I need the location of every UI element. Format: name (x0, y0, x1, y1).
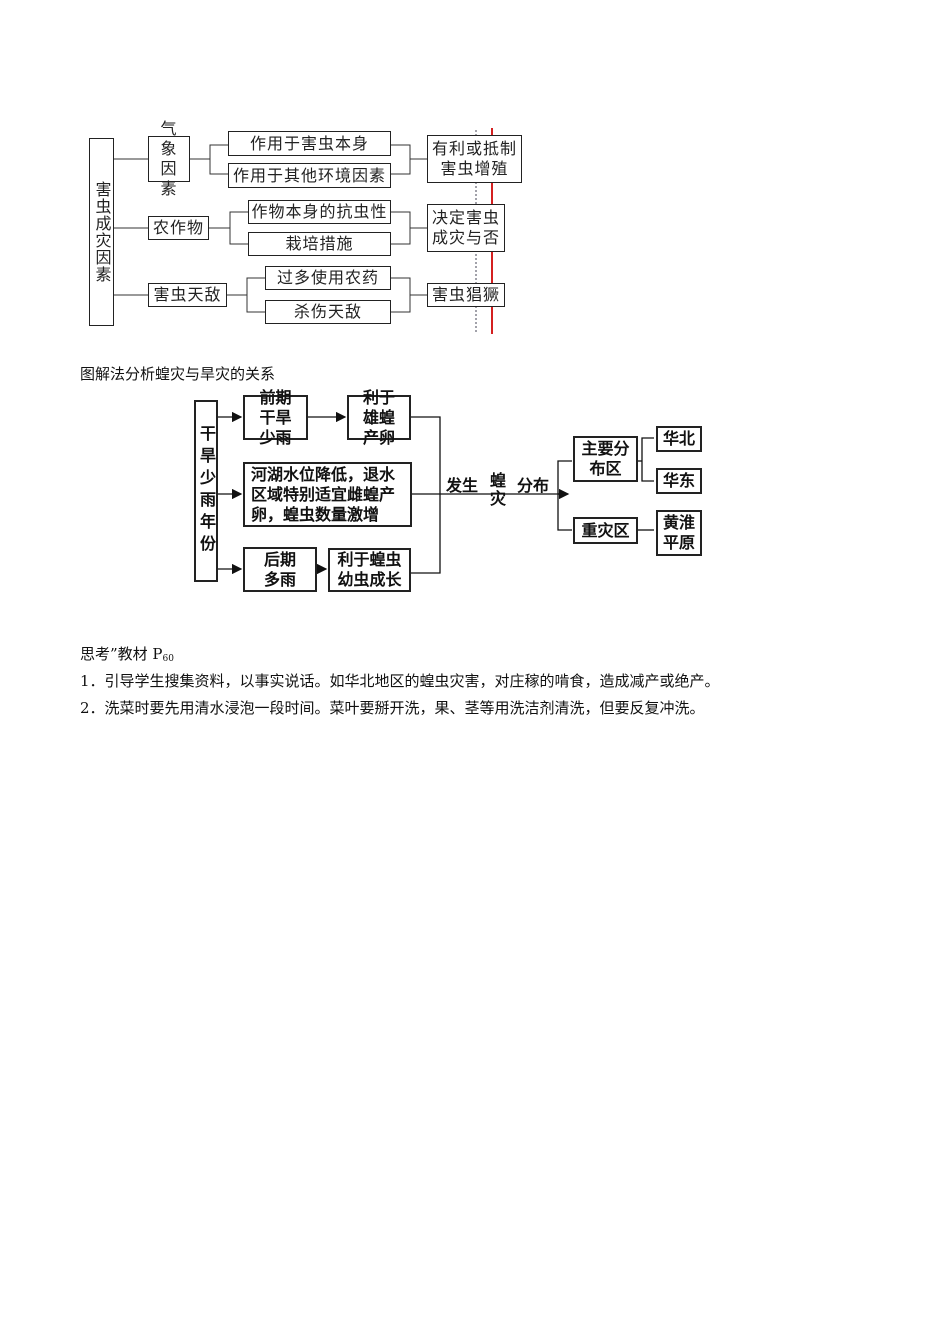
region-huanghuai-box: 黄淮平原 (656, 510, 702, 556)
factor3-item2-box: 杀伤天敌 (265, 300, 391, 324)
early-label: 前期干旱少雨 (259, 387, 292, 447)
main-area-label: 主要分布区 (581, 439, 630, 478)
late-result-box: 利于蝗虫幼虫成长 (328, 548, 411, 592)
factor1-item1: 作用于害虫本身 (249, 133, 369, 153)
factor2-item1-box: 作物本身的抗虫性 (248, 200, 391, 224)
think-title: 思考”教材 P60 (80, 643, 174, 664)
factor2-item2-box: 栽培措施 (248, 232, 391, 256)
early-box: 前期干旱少雨 (243, 388, 308, 447)
factor3-result: 害虫猖獗 (431, 285, 500, 304)
factor-enemy-label: 害虫天敌 (153, 285, 222, 304)
factor2-item1: 作物本身的抗虫性 (251, 202, 388, 221)
middle-label: 河湖水位降低，退水区域特别适宜雌蝗产卵，蝗虫数量激增 (251, 464, 396, 524)
factor2-item2: 栽培措施 (285, 234, 354, 253)
root-label: 害虫成灾因素 (92, 181, 112, 283)
root2-label: 干旱少雨年份 (197, 425, 216, 557)
early-result-box: 利于雄蝗产卵 (347, 388, 411, 447)
late-box: 后期多雨 (243, 547, 317, 592)
factor1-item2: 作用于其他环境因素 (232, 165, 386, 185)
diagram2-connectors (218, 411, 654, 575)
main-area-box: 主要分布区 (573, 436, 638, 482)
distribution-label: 分布 (517, 476, 550, 495)
factor-weather-label: 气象因素 (160, 119, 178, 198)
factor3-item1-box: 过多使用农药 (265, 266, 391, 290)
severe-area-box: 重灾区 (573, 517, 638, 544)
factor-crop-label: 农作物 (152, 218, 204, 237)
factor-weather-box: 气象因素 (148, 119, 190, 198)
locust-drought-diagram: 干旱少雨年份 前期干旱少雨 利于雄蝗产卵 河湖水位降低，退水区域特别适宜雌蝗产卵… (180, 388, 740, 597)
late-label: 后期多雨 (263, 549, 296, 589)
middle-box: 河湖水位降低，退水区域特别适宜雌蝗产卵，蝗虫数量激增 (243, 462, 412, 527)
think-line-2: 2．洗菜时要先用清水浸泡一段时间。菜叶要掰开洗，果、茎等用洗洁剂清洗，但要反复冲… (80, 699, 705, 717)
factor-crop-box: 农作物 (148, 216, 209, 240)
factor3-result-box: 害虫猖獗 (427, 283, 505, 307)
early-result-label: 利于雄蝗产卵 (362, 387, 395, 447)
factor1-result: 有利或抵制害虫增殖 (431, 139, 517, 178)
think-title-page: 60 (162, 654, 174, 664)
factor2-result: 决定害虫成灾与否 (431, 208, 500, 247)
factor1-result-box: 有利或抵制害虫增殖 (427, 135, 522, 183)
severe-area-label: 重灾区 (581, 520, 630, 540)
region-huadong-box: 华东 (656, 468, 702, 494)
factor3-item1: 过多使用农药 (276, 268, 379, 287)
region-huabei: 华北 (662, 429, 695, 448)
factor2-result-box: 决定害虫成灾与否 (427, 204, 505, 252)
think-title-text: 思考”教材 P (80, 645, 163, 663)
think-line-1: 1．引导学生搜集资料，以事实说话。如华北地区的蝗虫灾害，对庄稼的啃食，造成减产或… (80, 672, 720, 690)
factor1-item1-box: 作用于害虫本身 (228, 131, 391, 156)
region-huabei-box: 华北 (656, 426, 702, 452)
region-huadong: 华东 (662, 471, 695, 490)
occur-label: 发生 (446, 476, 479, 495)
diagram2-caption: 图解法分析蝗灾与旱灾的关系 (80, 365, 276, 383)
factor3-item2: 杀伤天敌 (293, 302, 362, 321)
late-result-label: 利于蝗虫幼虫成长 (337, 550, 402, 589)
root-box: 害虫成灾因素 (89, 138, 114, 326)
factor-enemy-box: 害虫天敌 (148, 283, 227, 307)
disaster-label: 蝗灾 (490, 471, 507, 508)
region-huanghuai: 黄淮平原 (662, 513, 695, 552)
pest-factor-diagram: 害虫成灾因素 气象因素 作用于害虫本身 作用于其他环境因素 有利或抵制害虫增殖 … (80, 119, 540, 338)
factor1-item2-box: 作用于其他环境因素 (228, 163, 391, 188)
root2-box: 干旱少雨年份 (194, 400, 218, 582)
